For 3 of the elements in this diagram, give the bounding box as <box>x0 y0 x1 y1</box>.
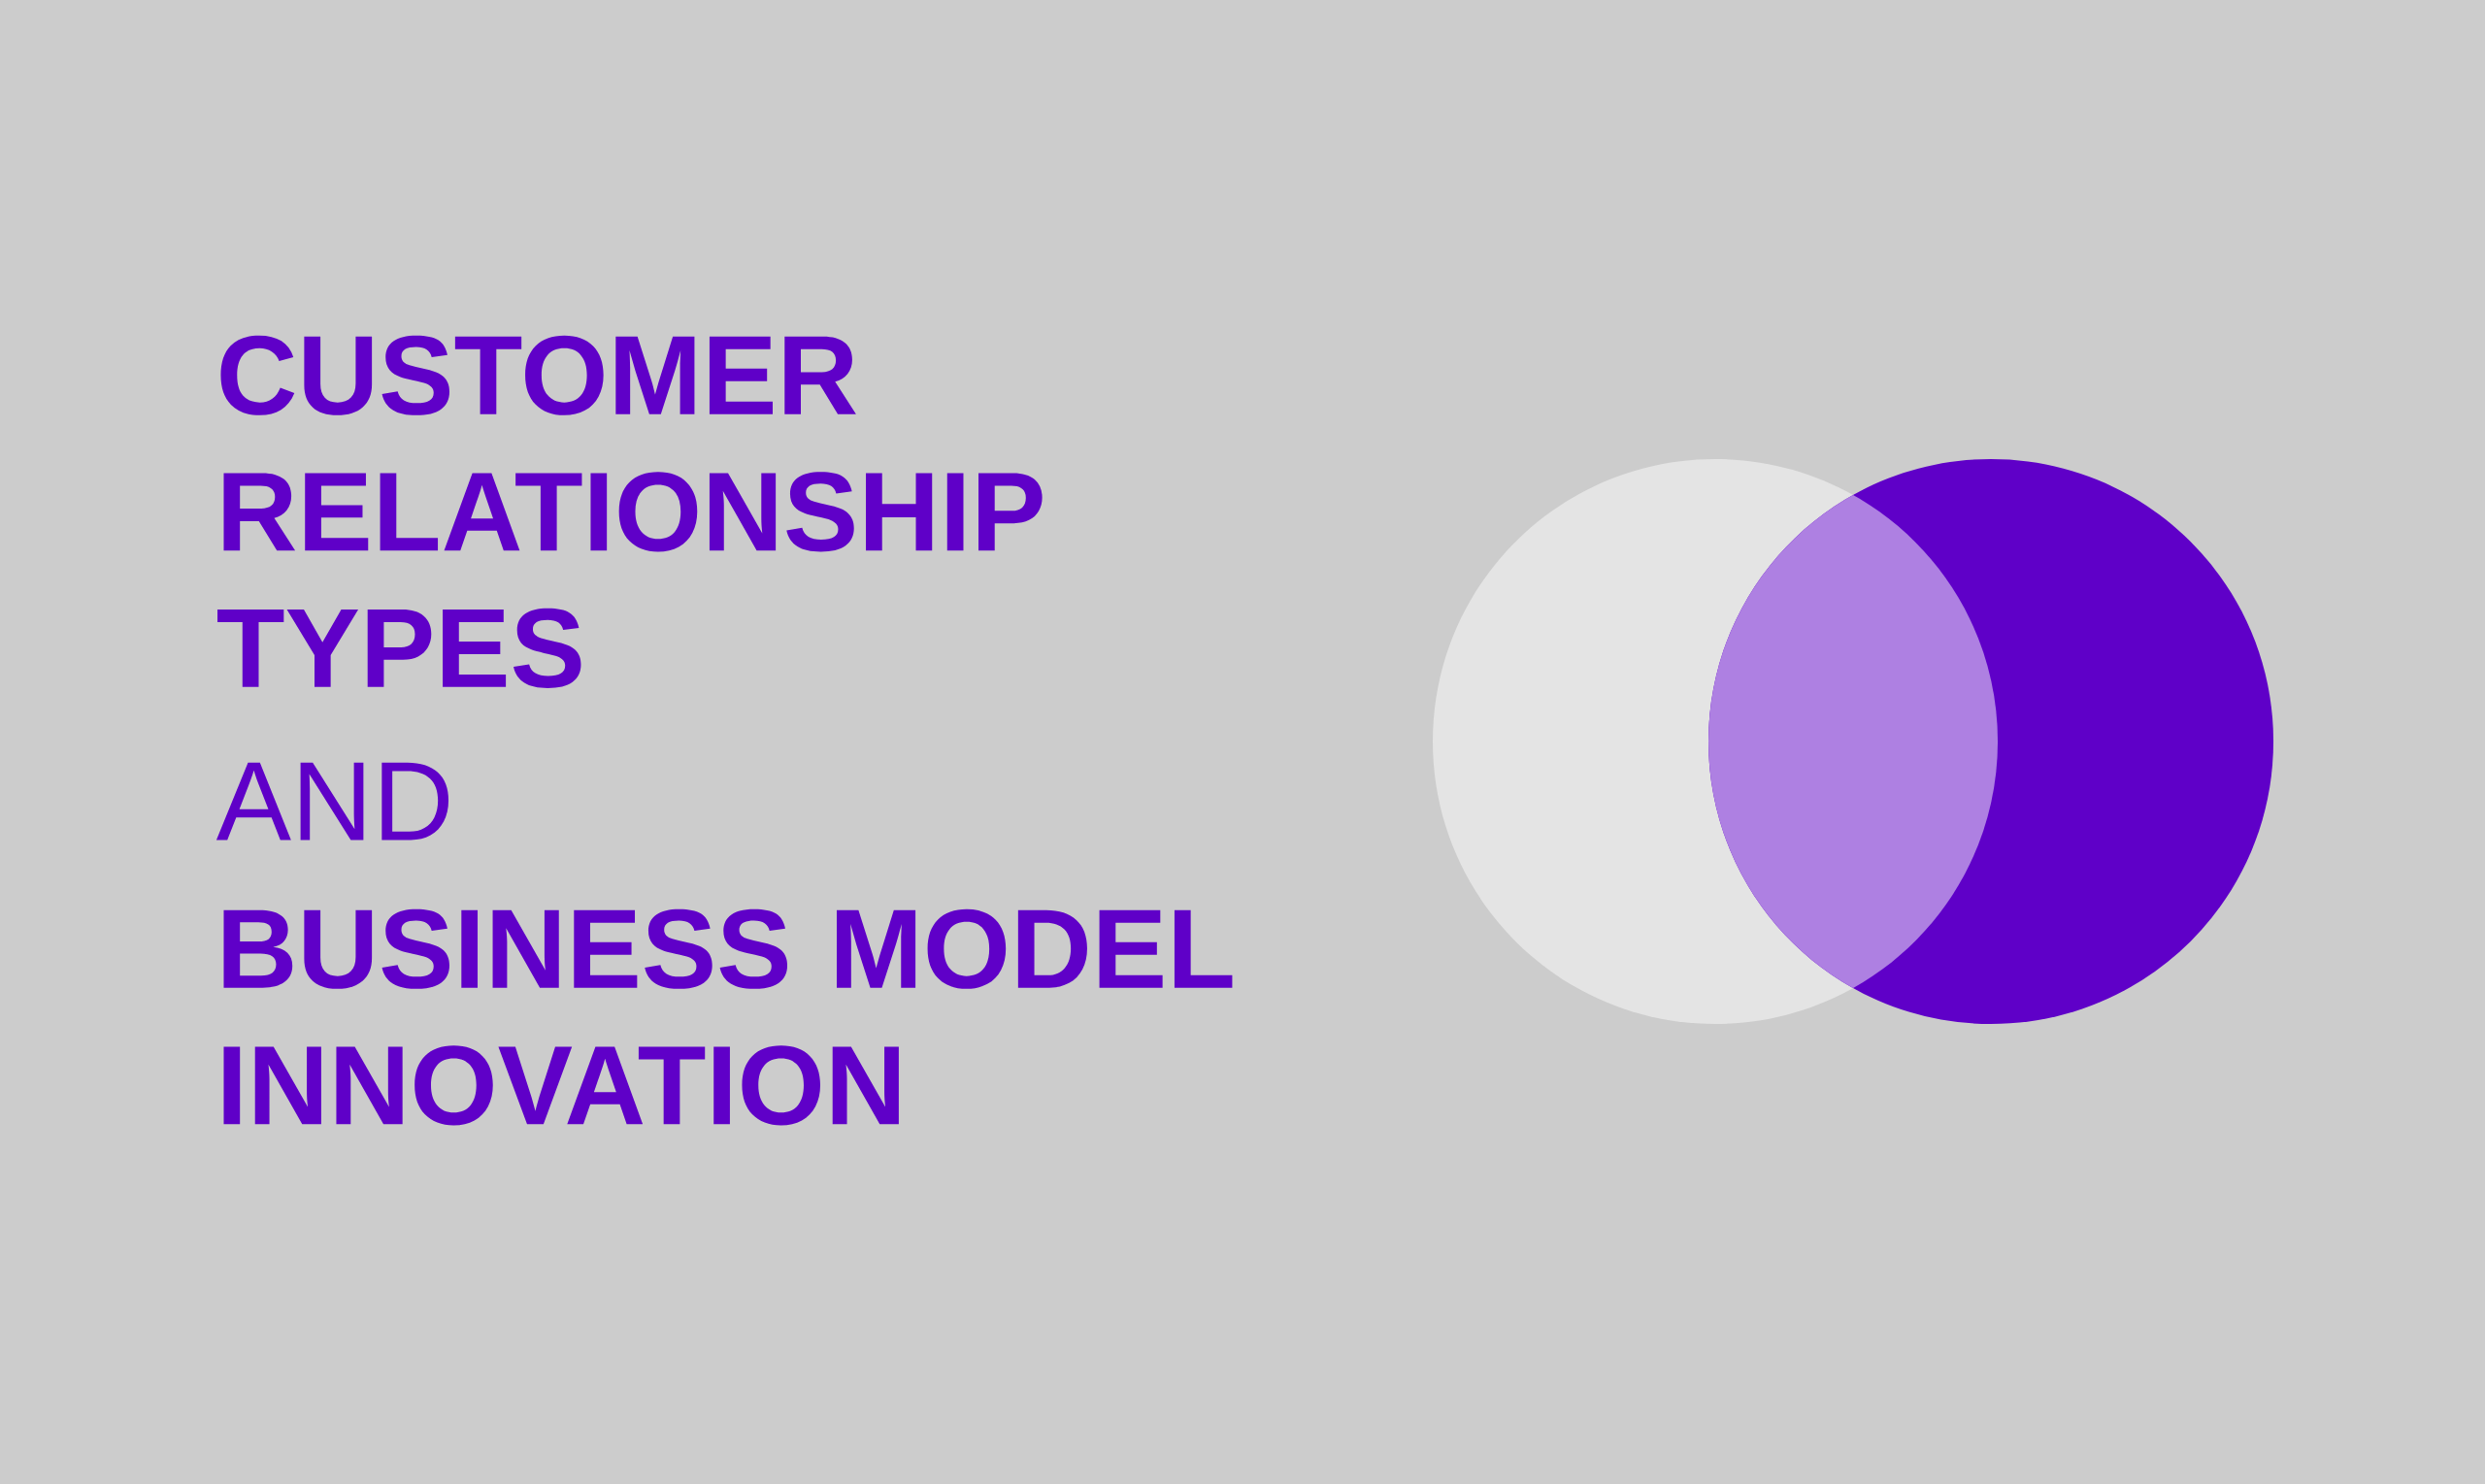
heading-text: AND <box>215 762 448 841</box>
heading-text: CUSTOMER RELATIONSHIP TYPES <box>217 335 1043 688</box>
heading-text: BUSINESS MODEL INNOVATION <box>223 908 1233 1126</box>
